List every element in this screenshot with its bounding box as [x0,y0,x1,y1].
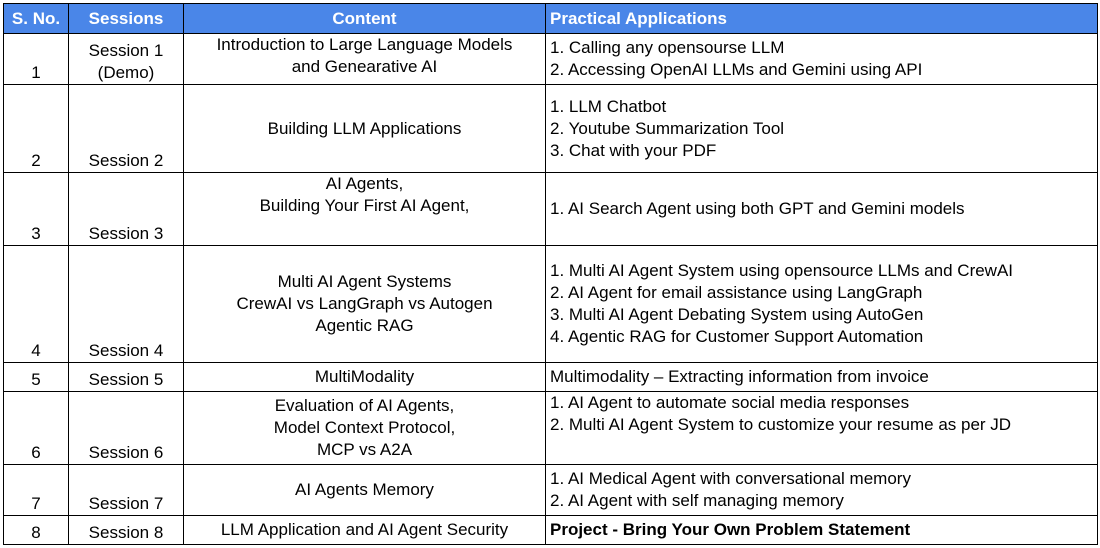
sno-cell: 3 [3,172,69,246]
session-line: Session 2 [88,151,164,170]
practical-line: 3. Chat with your PDF [550,140,717,160]
practical-line: 1. AI Agent to automate social media res… [550,393,910,412]
session-cell: Session 4 [68,245,184,363]
practical-cell: Multimodality – Extracting information f… [545,362,1098,392]
practical-line: 2. AI Agent with self managing memory [550,491,844,510]
practical-line: 1. LLM Chatbot [550,96,667,116]
practical-line: 2. Accessing OpenAI LLMs and Gemini usin… [550,60,923,79]
table-row: 5 Session 5 MultiModality Multimodality … [3,362,1098,392]
content-line: and Genearative AI [291,57,438,76]
table-row: 6 Session 6 Evaluation of AI Agents, Mod… [3,391,1098,465]
practical-line: 1. AI Search Agent using both GPT and Ge… [550,199,965,218]
practical-line: 2. Youtube Summarization Tool [550,118,785,138]
sno-cell: 1 [3,33,69,85]
practical-cell: 1. Multi AI Agent System using opensourc… [545,245,1098,363]
content-cell: AI Agents Memory [183,464,546,516]
sno-cell: 4 [3,245,69,363]
practical-line: 2. Multi AI Agent System to customize yo… [550,415,1012,434]
session-cell: Session 1 (Demo) [68,33,184,85]
session-line: Session 8 [88,523,164,542]
content-cell: Building LLM Applications [183,84,546,173]
table-row: 4 Session 4 Multi AI Agent Systems CrewA… [3,245,1098,363]
content-line: MultiModality [314,367,415,386]
content-line: Model Context Protocol, [273,418,456,437]
practical-line: 3. Multi AI Agent Debating System using … [550,305,924,324]
session-line: Session 7 [88,494,164,513]
content-line: Building Your First AI Agent, [259,196,470,215]
practical-line: 1. Multi AI Agent System using opensourc… [550,261,1014,280]
session-cell: Session 3 [68,172,184,246]
header-sessions: Sessions [68,3,184,34]
sno-cell: 8 [3,515,69,545]
content-cell: LLM Application and AI Agent Security [183,515,546,545]
session-cell: Session 7 [68,464,184,516]
practical-cell: 1. AI Agent to automate social media res… [545,391,1098,465]
session-cell: Session 6 [68,391,184,465]
practical-cell: 1. Calling any opensourse LLM 2. Accessi… [545,33,1098,85]
table-header-row: S. No. Sessions Content Practical Applic… [3,3,1098,34]
content-cell: Multi AI Agent Systems CrewAI vs LangGra… [183,245,546,363]
content-line: MCP vs A2A [316,440,413,459]
sno-cell: 2 [3,84,69,173]
header-sno: S. No. [3,3,69,34]
content-line: Building LLM Applications [267,118,462,138]
header-content: Content [183,3,546,34]
practical-line: 4. Agentic RAG for Customer Support Auto… [550,327,924,346]
sno-cell: 6 [3,391,69,465]
session-line: Session 6 [88,443,164,462]
practical-cell: 1. LLM Chatbot 2. Youtube Summarization … [545,84,1098,173]
content-cell: Introduction to Large Language Models an… [183,33,546,85]
sno-cell: 5 [3,362,69,392]
session-line: Session 4 [88,341,164,360]
table-row: 2 Session 2 Building LLM Applications 1.… [3,84,1098,173]
session-cell: Session 2 [68,84,184,173]
content-line: LLM Application and AI Agent Security [220,520,509,539]
content-cell: Evaluation of AI Agents, Model Context P… [183,391,546,465]
table-row: 8 Session 8 LLM Application and AI Agent… [3,515,1098,545]
header-practical-applications: Practical Applications [545,3,1098,34]
content-cell: MultiModality [183,362,546,392]
practical-line: 2. AI Agent for email assistance using L… [550,283,923,302]
practical-cell: 1. AI Medical Agent with conversational … [545,464,1098,516]
content-line: Evaluation of AI Agents, [274,396,455,415]
content-line: CrewAI vs LangGraph vs Autogen [236,294,493,313]
content-line: Multi AI Agent Systems [277,272,452,291]
session-line: Session 3 [88,224,164,243]
session-cell: Session 5 [68,362,184,392]
table-row: 1 Session 1 (Demo) Introduction to Large… [3,33,1098,85]
content-line: Introduction to Large Language Models [216,35,513,54]
practical-line: Multimodality – Extracting information f… [550,367,929,386]
session-line: Session 5 [88,370,164,389]
session-line: (Demo) [97,63,155,82]
content-line: AI Agents, [325,174,404,193]
practical-line: 1. AI Medical Agent with conversational … [550,469,911,488]
table-row: 7 Session 7 AI Agents Memory 1. AI Medic… [3,464,1098,516]
practical-cell: 1. AI Search Agent using both GPT and Ge… [545,172,1098,246]
practical-line: Project - Bring Your Own Problem Stateme… [550,520,911,539]
sno-cell: 7 [3,464,69,516]
course-schedule-table: S. No. Sessions Content Practical Applic… [3,3,1098,545]
session-cell: Session 8 [68,515,184,545]
content-cell: AI Agents, Building Your First AI Agent, [183,172,546,246]
table-row: 3 Session 3 AI Agents, Building Your Fir… [3,172,1098,246]
practical-cell: Project - Bring Your Own Problem Stateme… [545,515,1098,545]
content-line: Agentic RAG [315,316,414,335]
content-line: AI Agents Memory [295,480,434,499]
session-line: Session 1 [88,41,164,60]
practical-line: 1. Calling any opensourse LLM [550,38,785,57]
